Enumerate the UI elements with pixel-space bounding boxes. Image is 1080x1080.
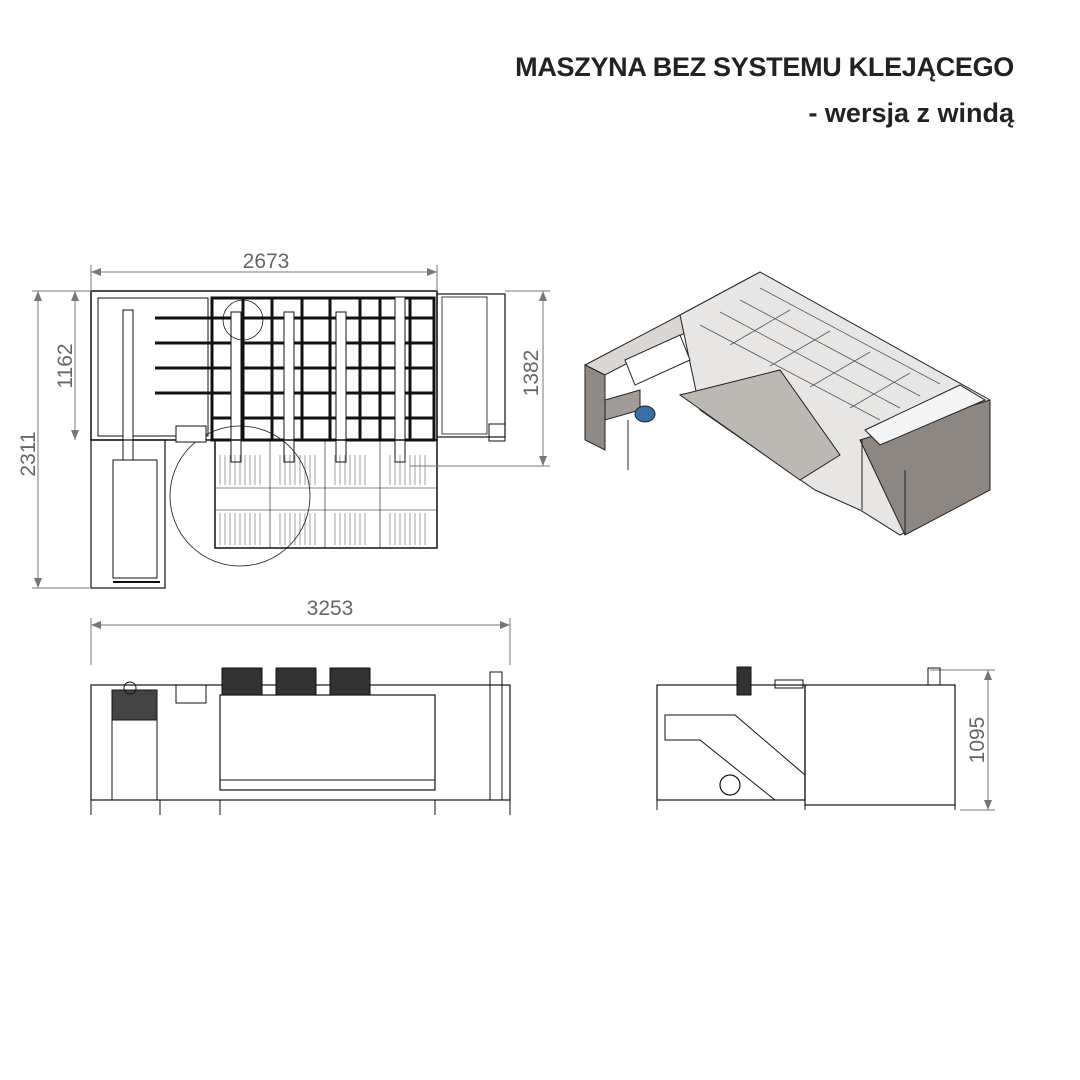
- drawing-title: MASZYNA BEZ SYSTEMU KLEJĄCEGO: [515, 52, 1014, 82]
- drawing-subtitle: - wersja z windą: [808, 98, 1014, 128]
- front-view: [90, 667, 511, 815]
- dimension-3253: 3253: [307, 597, 354, 620]
- dimension-2673: 2673: [243, 250, 290, 273]
- dimension-1162: 1162: [54, 343, 77, 388]
- dimension-lines: [32, 265, 995, 811]
- dimension-1382: 1382: [520, 350, 543, 397]
- dimension-1095: 1095: [966, 717, 989, 764]
- isometric-view: [583, 271, 991, 536]
- dimension-2311: 2311: [17, 431, 40, 476]
- side-view: [656, 666, 956, 810]
- top-view: [90, 290, 506, 589]
